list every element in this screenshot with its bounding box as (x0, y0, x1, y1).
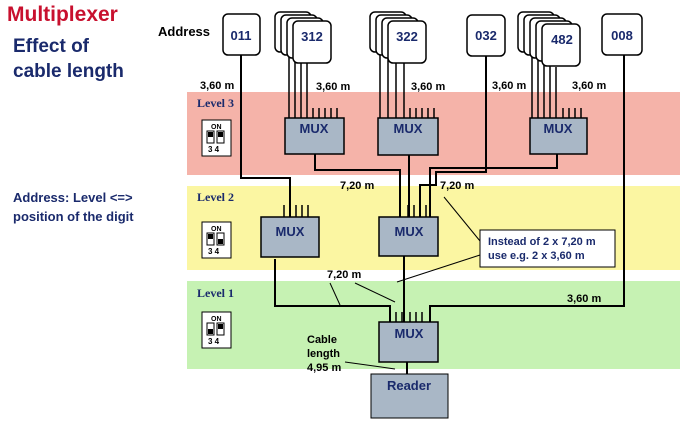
subtitle-line-2: cable length (13, 61, 124, 82)
dip-switch-on-label: ON (211, 316, 222, 323)
address-text: 008 (611, 28, 633, 43)
address-label: Address (158, 24, 211, 39)
callout-line-2: use e.g. 2 x 3,60 m (488, 250, 585, 262)
reader-label: Reader (387, 378, 431, 393)
stack-cables (288, 50, 557, 118)
reader-box: Reader (370, 373, 449, 419)
callout-line-1: Instead of 2 x 7,20 m (488, 236, 596, 248)
address-box-008: 008 (601, 13, 643, 56)
address-box-011: 011 (222, 13, 261, 56)
dip-switch-pins-label: 3 4 (208, 145, 220, 154)
mux-level2-left: MUX (260, 205, 320, 258)
mux-label: MUX (300, 121, 329, 136)
address-text: 322 (396, 29, 418, 44)
length-label: 7,20 m (440, 180, 474, 192)
dip-switch-on-label: ON (211, 226, 222, 233)
page-subtitle: Effect of cable length (13, 34, 124, 84)
cable-length-line-3: 4,95 m (307, 362, 341, 374)
address-stack-482: 482 (517, 11, 581, 67)
address-text: 032 (475, 28, 497, 43)
length-label: 3,60 m (200, 80, 234, 92)
address-box-032: 032 (466, 14, 506, 57)
cables (240, 50, 625, 374)
cable-length-line-2: length (307, 348, 340, 360)
level-1-label: Level 1 (197, 286, 234, 300)
callout-box: Instead of 2 x 7,20 m use e.g. 2 x 3,60 … (396, 196, 616, 283)
mux-level1: MUX (378, 312, 439, 363)
length-label: 3,60 m (316, 81, 350, 93)
level-2-label: Level 2 (197, 190, 234, 204)
length-label: 3,60 m (572, 80, 606, 92)
dip-switch-pins-label: 3 4 (208, 337, 220, 346)
mux-label: MUX (394, 121, 423, 136)
dip-switch-icon-level-1: ON 3 4 (201, 311, 232, 349)
length-label: 7,20 m (327, 269, 361, 281)
mux-label: MUX (395, 224, 424, 239)
mux-level3-322: MUX (377, 108, 439, 156)
subtitle-line-1: Effect of (13, 36, 89, 57)
mux-label: MUX (276, 224, 305, 239)
mux-level2-center: MUX (378, 205, 439, 257)
length-label: 3,60 m (567, 293, 601, 305)
mux-level3-482: MUX (529, 108, 588, 155)
length-pointers (329, 282, 396, 306)
address-stack-312: 312 (274, 11, 332, 64)
mux-label: MUX (395, 326, 424, 341)
address-text: 482 (551, 32, 573, 47)
cable-length-line-1: Cable (307, 334, 337, 346)
dip-switch-on-label: ON (211, 124, 222, 131)
side-note-line-1: Address: Level <=> (13, 190, 133, 205)
dip-switch-icon-level-3: ON 3 4 (201, 119, 232, 157)
length-label: 3,60 m (411, 81, 445, 93)
length-label: 7,20 m (340, 180, 374, 192)
dip-switch-icon-level-2: ON 3 4 (201, 221, 232, 259)
address-text: 011 (231, 28, 252, 43)
mux-level3-312: MUX (284, 108, 345, 155)
side-note: Address: Level <=> position of the digit (13, 188, 134, 226)
page-title: Multiplexer (7, 3, 118, 26)
side-note-line-2: position of the digit (13, 209, 134, 224)
address-text: 312 (301, 29, 323, 44)
dip-switch-pins-label: 3 4 (208, 247, 220, 256)
address-stack-322: 322 (369, 11, 427, 64)
mux-label: MUX (544, 121, 573, 136)
level-3-label: Level 3 (197, 96, 234, 110)
length-label: 3,60 m (492, 80, 526, 92)
cable-length-pointer (344, 361, 396, 370)
